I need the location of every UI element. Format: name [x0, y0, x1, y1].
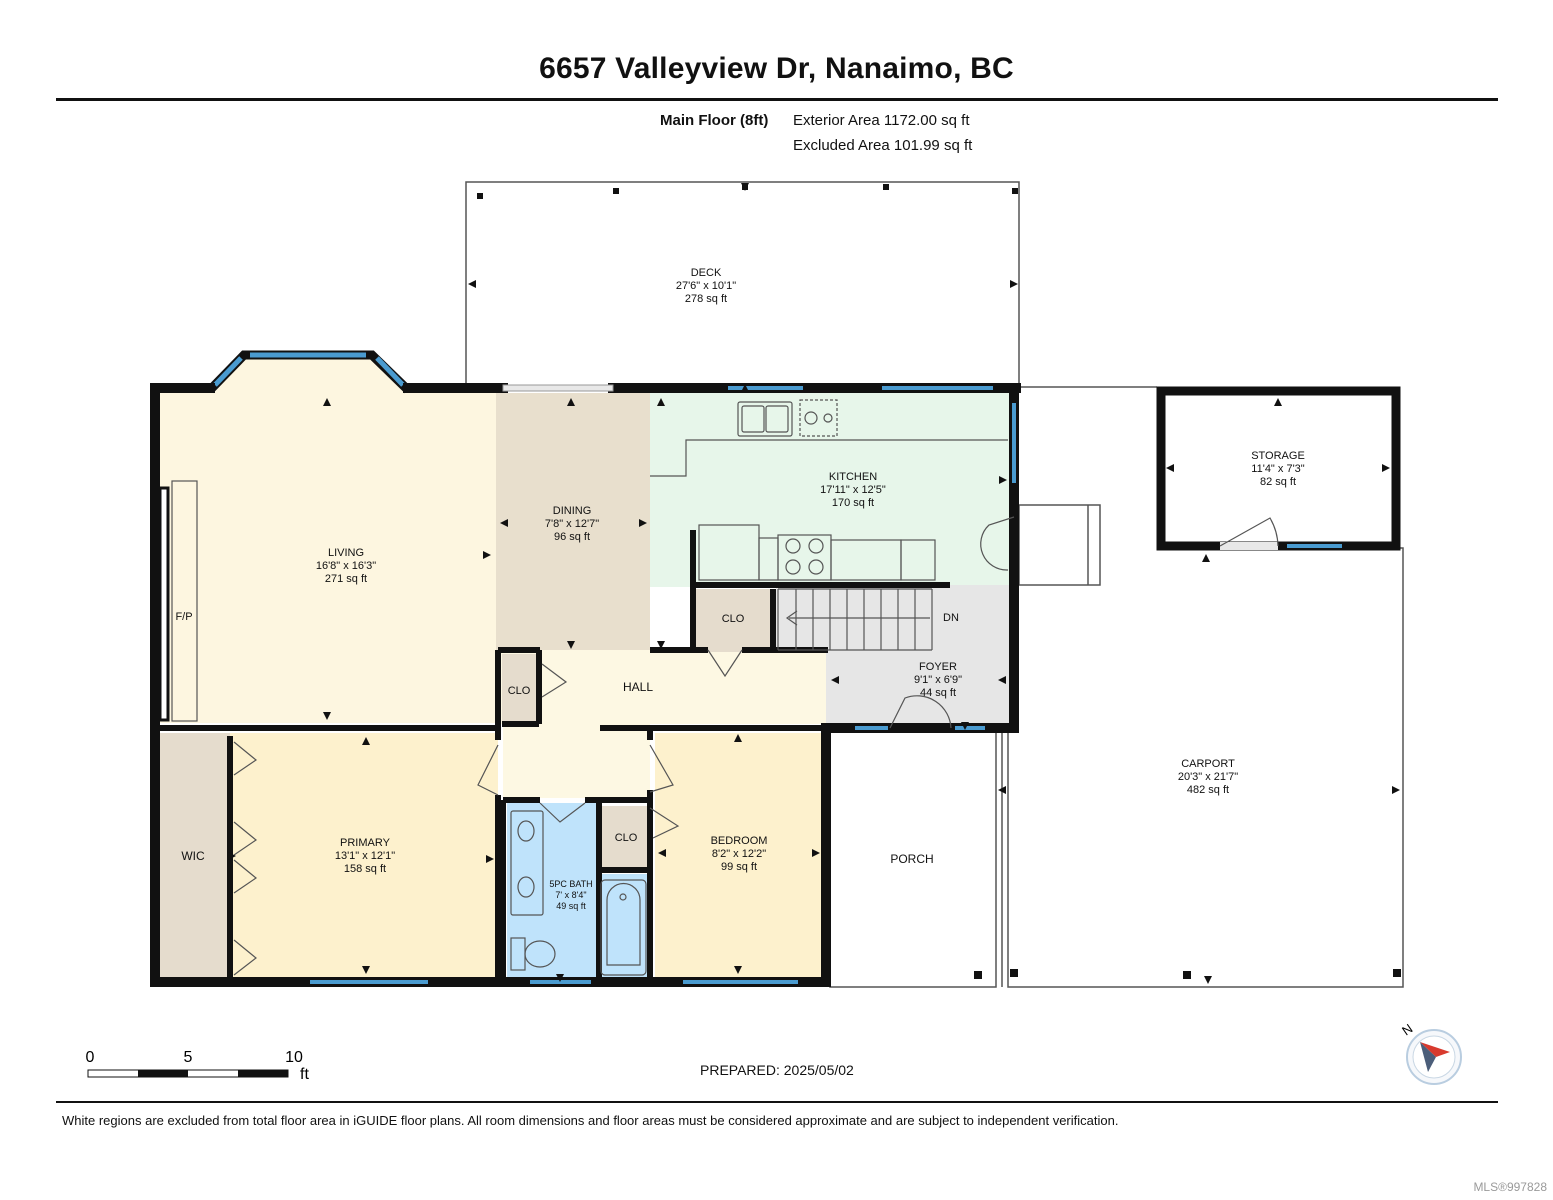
closet-kitchen-fill	[696, 589, 770, 652]
bedroom-name: BEDROOM	[711, 835, 768, 847]
bedroom-area-fill	[655, 733, 823, 979]
primary-name: PRIMARY	[340, 837, 391, 849]
dining-name: DINING	[553, 505, 592, 517]
bath-area: 49 sq ft	[556, 901, 586, 911]
exterior-area: Exterior Area 1172.00 sq ft	[793, 112, 970, 129]
bath-area-fill	[507, 803, 599, 979]
primary-area-fill	[230, 733, 498, 979]
dining-area: 96 sq ft	[554, 531, 590, 543]
bath-name: 5PC BATH	[549, 879, 592, 889]
bedroom-area: 99 sq ft	[721, 861, 757, 873]
carport-outline	[1007, 547, 1404, 988]
wic-label: WIC	[181, 849, 205, 863]
door-swings	[233, 649, 952, 976]
storage-door-swing	[1219, 517, 1279, 547]
stairs-icon	[777, 588, 933, 651]
room-labels: DECK 27'6" x 10'1" 278 sq ft LIVING 16'8…	[175, 267, 1304, 911]
header-rule	[56, 98, 1498, 101]
living-dims: 16'8" x 16'3"	[316, 560, 376, 572]
kitchen-side-door-swing	[980, 516, 1015, 571]
stairs-down-label: DN	[943, 612, 959, 624]
fireplace-hearth	[171, 480, 198, 722]
compass-icon: N	[1399, 1021, 1462, 1085]
closet-bedroom-fill	[602, 806, 650, 868]
closet-kitchen-label: CLO	[722, 613, 745, 625]
dimension-arrows	[228, 183, 1400, 984]
footer-rule	[56, 1101, 1498, 1103]
scale-bar: 0 5 10 ft	[86, 1049, 310, 1083]
carport-dims: 20'3" x 21'7"	[1178, 771, 1238, 783]
page-title: 6657 Valleyview Dr, Nanaimo, BC	[539, 52, 1014, 85]
porch-label: PORCH	[890, 852, 933, 866]
dining-area-fill	[496, 393, 650, 650]
deck-outline	[465, 181, 1020, 393]
foyer-name: FOYER	[919, 661, 957, 673]
scale-tick-5: 5	[184, 1049, 193, 1066]
scale-tick-0: 0	[86, 1049, 95, 1066]
scale-tick-10: 10	[285, 1049, 303, 1066]
foyer-dims: 9'1" x 6'9"	[914, 674, 962, 686]
prepared-date: PREPARED: 2025/05/02	[700, 1062, 854, 1078]
carport-area: 482 sq ft	[1187, 784, 1229, 796]
kitchen-sink-icon	[737, 401, 793, 437]
living-area: 271 sq ft	[325, 573, 367, 585]
bay-window-glass	[213, 352, 405, 387]
living-area-fill	[160, 393, 496, 723]
closet-hall-label: CLO	[508, 685, 531, 697]
primary-area: 158 sq ft	[344, 863, 386, 875]
scale-unit: ft	[300, 1066, 309, 1083]
dishwasher-icon	[799, 399, 838, 437]
foyer-area: 44 sq ft	[920, 687, 956, 699]
kitchen-counter	[650, 439, 1008, 477]
bath-dims: 7' x 8'4"	[555, 890, 586, 900]
bay-window-fill	[210, 355, 408, 393]
hall-label: HALL	[623, 680, 653, 694]
mls-number: MLS®997828	[1473, 1180, 1547, 1194]
excluded-area: Excluded Area 101.99 sq ft	[793, 137, 973, 154]
deck-dims: 27'6" x 10'1"	[676, 280, 736, 292]
storage-door-opening	[1220, 542, 1278, 550]
foyer-area-fill	[826, 585, 1012, 725]
hall-area-fill	[498, 650, 828, 724]
deck-area: 278 sq ft	[685, 293, 727, 305]
primary-dims: 13'1" x 12'1"	[335, 850, 395, 862]
fireplace-box	[158, 486, 170, 722]
bath-fixtures	[510, 810, 647, 976]
bedroom-dims: 8'2" x 12'2"	[712, 848, 766, 860]
storage-dims: 11'4" x 7'3"	[1251, 463, 1304, 475]
deck-name: DECK	[691, 267, 722, 279]
closet-bedroom-label: CLO	[615, 832, 638, 844]
storage-shed	[1156, 386, 1401, 551]
fireplace-label: F/P	[175, 611, 192, 623]
dining-dims: 7'8" x 12'7"	[545, 518, 599, 530]
kitchen-landing	[1018, 504, 1101, 586]
storage-name: STORAGE	[1251, 450, 1305, 462]
living-name: LIVING	[328, 547, 364, 559]
disclaimer: White regions are excluded from total fl…	[62, 1113, 1119, 1128]
patio-door	[502, 384, 614, 392]
kitchen-area: 170 sq ft	[832, 497, 874, 509]
kitchen-dims: 17'11" x 12'5"	[820, 484, 886, 496]
hall-lower-fill	[503, 724, 650, 798]
carport-name: CARPORT	[1181, 758, 1235, 770]
kitchen-name: KITCHEN	[829, 471, 877, 483]
floor-label: Main Floor (8ft)	[660, 112, 769, 129]
storage-area: 82 sq ft	[1260, 476, 1296, 488]
compass-north: N	[1399, 1021, 1415, 1039]
kitchen-cabinets	[698, 524, 936, 581]
exterior-windows	[310, 386, 1016, 984]
closet-hall-fill	[502, 654, 536, 724]
wic-area-fill	[160, 733, 230, 979]
